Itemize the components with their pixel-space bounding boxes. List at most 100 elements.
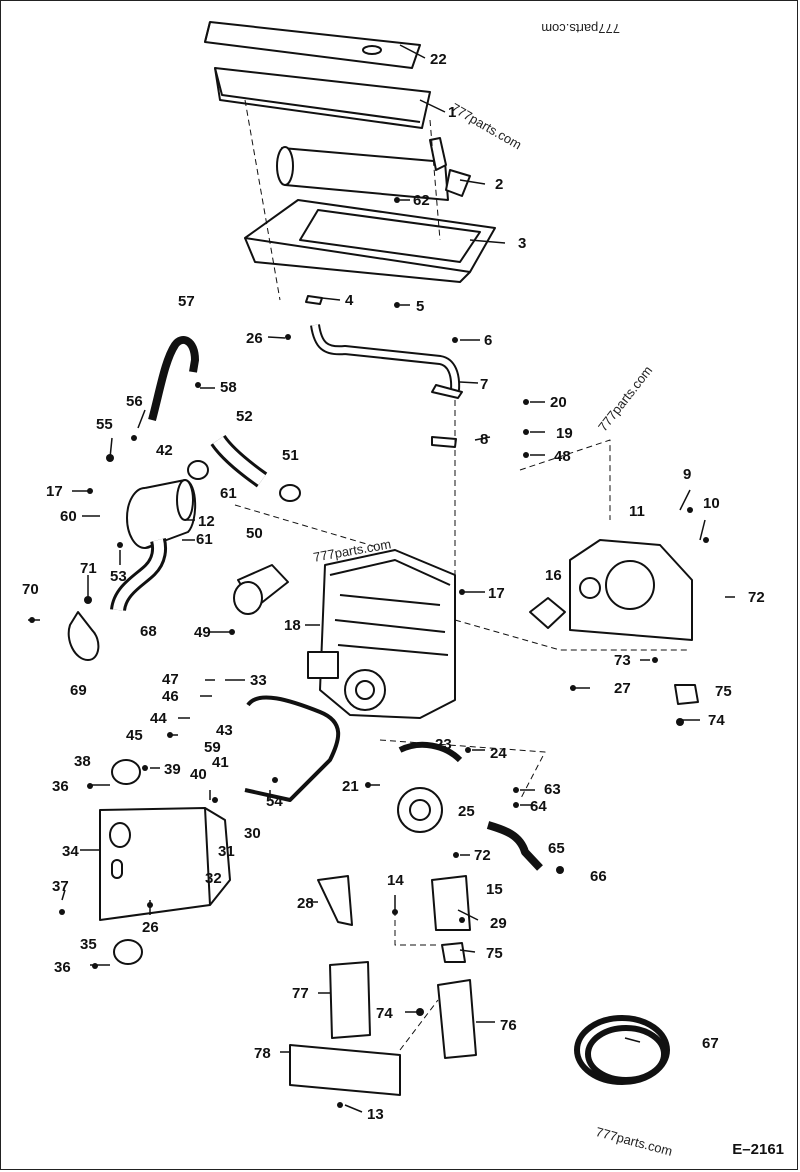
callout-29: 29 <box>490 915 507 932</box>
callout-17b: 17 <box>488 585 505 602</box>
callout-52: 52 <box>236 408 253 425</box>
callout-76: 76 <box>500 1017 517 1034</box>
callout-48: 48 <box>554 448 571 465</box>
callout-70: 70 <box>22 581 39 598</box>
callout-49: 49 <box>194 624 211 641</box>
callout-3: 3 <box>518 235 527 252</box>
callout-47: 47 <box>162 671 179 688</box>
callout-35: 35 <box>80 936 97 953</box>
callout-53: 53 <box>110 568 127 585</box>
bracket-28-part <box>317 875 353 926</box>
watermark-top: 777parts.com <box>541 21 620 36</box>
cap-lower-part <box>113 939 143 965</box>
callout-75: 75 <box>715 683 732 700</box>
callout-55: 55 <box>96 416 113 433</box>
callout-61b: 61 <box>196 531 213 548</box>
cap-part <box>111 759 141 785</box>
engine-mount-part <box>674 684 699 705</box>
bracket-77-part <box>329 961 371 1039</box>
callout-24: 24 <box>490 745 507 762</box>
callout-71: 71 <box>80 560 97 577</box>
callout-22: 22 <box>430 51 447 68</box>
callout-72: 72 <box>748 589 765 606</box>
callout-54: 54 <box>266 793 283 810</box>
flywheel-housing-part <box>569 539 693 641</box>
callout-69: 69 <box>70 682 87 699</box>
clamp-ring-part <box>279 484 301 502</box>
callout-50: 50 <box>246 525 263 542</box>
top-cover-part <box>204 21 421 69</box>
exhaust-clamp-part <box>305 295 323 305</box>
callout-14: 14 <box>387 872 404 889</box>
callout-26: 26 <box>246 330 263 347</box>
callout-62: 62 <box>413 192 430 209</box>
callout-39: 39 <box>164 761 181 778</box>
callout-68: 68 <box>140 623 157 640</box>
callout-23: 23 <box>435 736 452 753</box>
bracket-15-part <box>431 875 471 931</box>
callout-37: 37 <box>52 878 69 895</box>
hose-clamp-part <box>187 460 209 480</box>
callout-45: 45 <box>126 727 143 744</box>
callout-8: 8 <box>480 431 489 448</box>
callout-58: 58 <box>220 379 237 396</box>
hose-coil-part <box>574 1015 670 1085</box>
callout-36: 36 <box>52 778 69 795</box>
callout-1: 1 <box>448 104 457 121</box>
callout-28: 28 <box>297 895 314 912</box>
callout-2: 2 <box>495 176 504 193</box>
callout-75b: 75 <box>486 945 503 962</box>
callout-66: 66 <box>590 868 607 885</box>
callout-34: 34 <box>62 843 79 860</box>
callout-72b: 72 <box>474 847 491 864</box>
callout-74b: 74 <box>376 1005 393 1022</box>
callout-65: 65 <box>548 840 565 857</box>
exhaust-gasket-part <box>431 436 457 448</box>
fastener-dots <box>29 197 709 1108</box>
callout-61: 61 <box>220 485 237 502</box>
callout-43: 43 <box>216 722 233 739</box>
callout-73: 73 <box>614 652 631 669</box>
callout-40: 40 <box>190 766 207 783</box>
callout-36b: 36 <box>54 959 71 976</box>
exhaust-pipe-part <box>310 324 463 399</box>
callout-26b: 26 <box>142 919 159 936</box>
callout-19: 19 <box>556 425 573 442</box>
callout-44: 44 <box>150 710 167 727</box>
callout-30: 30 <box>244 825 261 842</box>
callout-56: 56 <box>126 393 143 410</box>
callout-5: 5 <box>416 298 425 315</box>
diagram-code: E–2161 <box>732 1141 784 1158</box>
callout-63: 63 <box>544 781 561 798</box>
fuel-hose-part <box>486 821 543 871</box>
callout-9: 9 <box>683 466 692 483</box>
callout-25: 25 <box>458 803 475 820</box>
callout-18: 18 <box>284 617 301 634</box>
engine-mount-lower-part <box>441 942 466 963</box>
callout-7: 7 <box>480 376 489 393</box>
crossmember-part <box>289 1044 401 1096</box>
alternator-part <box>397 741 463 833</box>
callout-33: 33 <box>250 672 267 689</box>
callout-27: 27 <box>614 680 631 697</box>
callout-15: 15 <box>486 881 503 898</box>
callout-59: 59 <box>204 739 221 756</box>
callout-13: 13 <box>367 1106 384 1123</box>
muffler-part <box>276 137 471 201</box>
callout-16: 16 <box>545 567 562 584</box>
callout-21: 21 <box>342 778 359 795</box>
callout-78: 78 <box>254 1045 271 1062</box>
muffler-tray-part <box>244 199 496 283</box>
callout-12: 12 <box>198 513 215 530</box>
callout-74: 74 <box>708 712 725 729</box>
fan-belt-part <box>244 695 341 802</box>
engine-part <box>307 549 456 719</box>
callout-6: 6 <box>484 332 493 349</box>
callout-4: 4 <box>345 292 354 309</box>
callout-11: 11 <box>629 503 645 520</box>
starter-part <box>233 564 289 615</box>
callout-51: 51 <box>282 447 299 464</box>
callout-67: 67 <box>702 1035 719 1052</box>
